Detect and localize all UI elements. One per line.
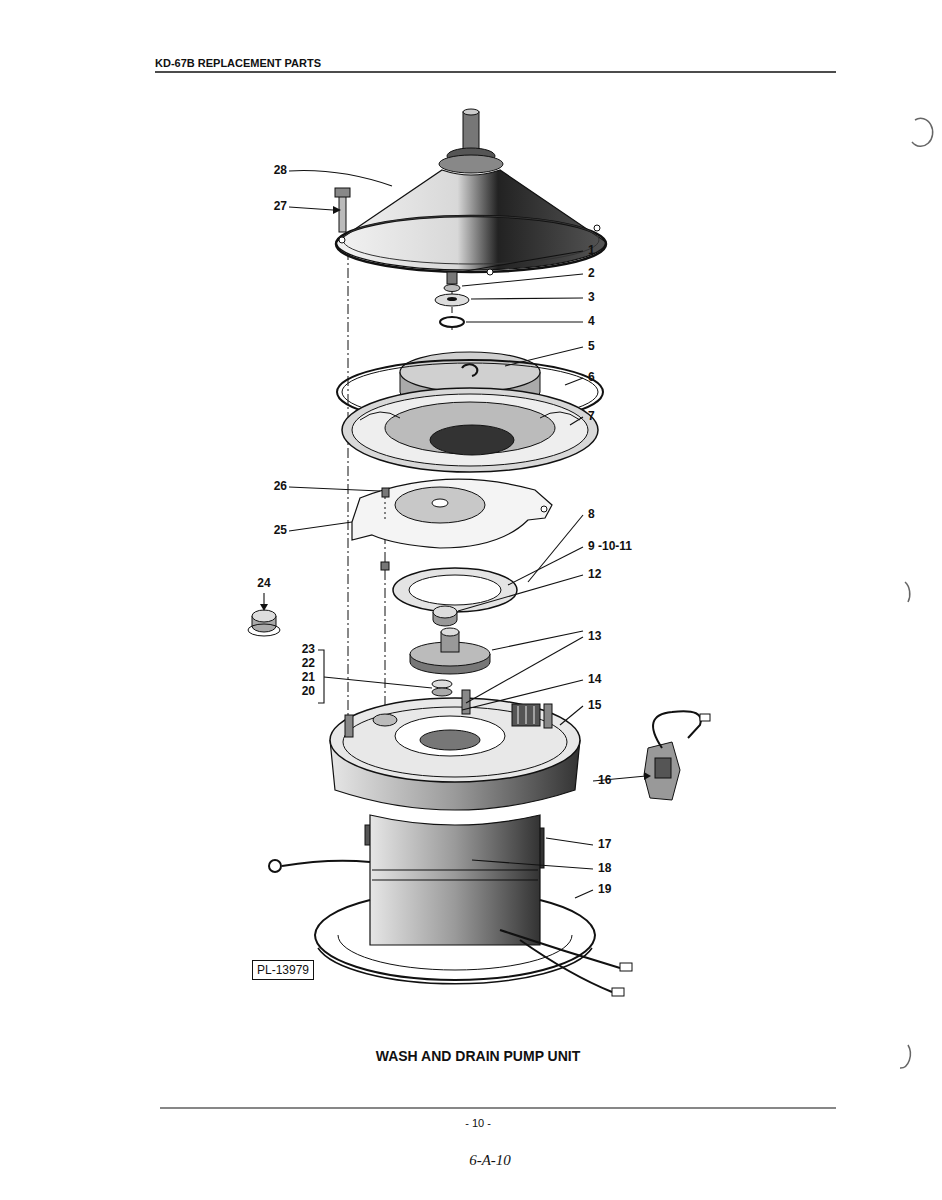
callout-number: 9 -10-11 — [588, 540, 632, 553]
callout-number: 22 — [302, 657, 315, 670]
callout-number: 3 — [588, 291, 595, 304]
callout-number: 17 — [598, 838, 611, 851]
callout-number: 19 — [598, 883, 611, 896]
callout-number: 18 — [598, 862, 611, 875]
callout-number: 16 — [598, 774, 611, 787]
callout-number: 26 — [274, 480, 287, 493]
plate-number: PL-13979 — [257, 963, 309, 977]
callout-number: 2 — [588, 267, 595, 280]
figure-caption: WASH AND DRAIN PUMP UNIT — [376, 1049, 581, 1064]
callout-number: 1 — [588, 244, 595, 257]
plate-number-box: PL-13979 — [252, 960, 314, 980]
page-number: - 10 - — [465, 1117, 491, 1129]
callout-number: 20 — [302, 685, 315, 698]
callout-number: 5 — [588, 340, 595, 353]
callout-number: 6 — [588, 371, 595, 384]
callout-number: 23 — [302, 643, 315, 656]
callout-number: 8 — [588, 508, 595, 521]
callout-number: 13 — [588, 630, 601, 643]
page-header: KD-67B REPLACEMENT PARTS — [155, 57, 321, 69]
callout-number: 28 — [274, 164, 287, 177]
callout-number: 4 — [588, 315, 595, 328]
callout-number: 21 — [302, 671, 315, 684]
callout-number: 27 — [274, 200, 287, 213]
callout-number: 14 — [588, 673, 601, 686]
callout-number: 25 — [274, 524, 287, 537]
callout-number: 7 — [588, 410, 595, 423]
callout-number: 12 — [588, 568, 601, 581]
callout-number: 24 — [257, 577, 270, 590]
handwritten-note: 6-A-10 — [469, 1152, 511, 1169]
callout-number: 15 — [588, 699, 601, 712]
